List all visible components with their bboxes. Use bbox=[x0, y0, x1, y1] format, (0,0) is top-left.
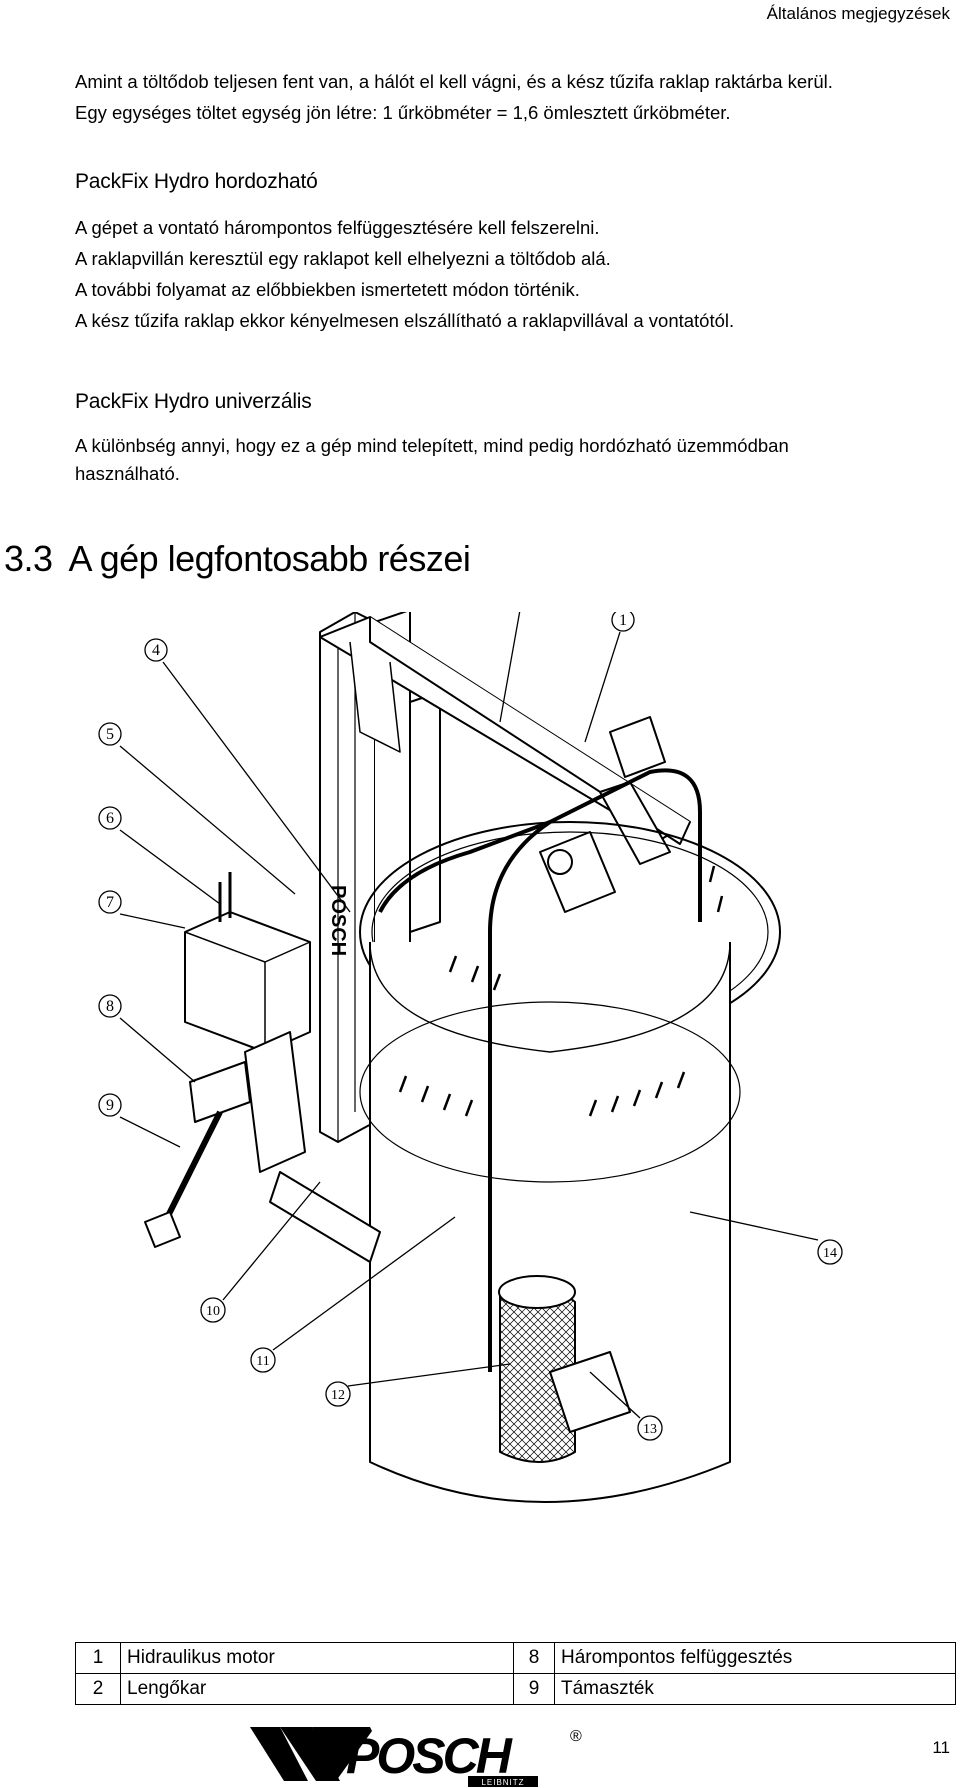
callout-6: 6 bbox=[98, 806, 122, 830]
universal-paragraph: A különbség annyi, hogy ez a gép mind te… bbox=[75, 432, 935, 488]
callout-label: 8 bbox=[106, 998, 114, 1015]
pallet-fork bbox=[269, 1171, 381, 1263]
logo-subbrand: LEIBNITZ bbox=[481, 1778, 524, 1787]
part-number: 9 bbox=[513, 1673, 555, 1705]
callout-label: 14 bbox=[823, 1246, 837, 1261]
callout-label: 4 bbox=[152, 642, 160, 659]
heading-portable: PackFix Hydro hordozható bbox=[75, 170, 318, 193]
table-row: 2 Lengőkar 9 Támaszték bbox=[75, 1673, 956, 1705]
intro-line: Amint a töltődob teljesen fent van, a há… bbox=[75, 71, 833, 92]
callout-9: 9 bbox=[98, 1093, 122, 1117]
part-number: 2 bbox=[75, 1673, 121, 1705]
callout-4: 4 bbox=[144, 638, 168, 662]
part-name: Támaszték bbox=[554, 1673, 956, 1705]
portable-line: A további folyamat az előbbiekben ismert… bbox=[75, 279, 580, 300]
intro-paragraph: Amint a töltődob teljesen fent van, a há… bbox=[75, 66, 935, 128]
universal-line: A különbség annyi, hogy ez a gép mind te… bbox=[75, 435, 789, 456]
part-number: 8 bbox=[513, 1642, 555, 1674]
registered-mark: ® bbox=[570, 1728, 582, 1745]
callout-8: 8 bbox=[98, 994, 122, 1018]
portable-paragraph: A gépet a vontató hárompontos felfüggesz… bbox=[75, 212, 935, 336]
callout-14: 14 bbox=[817, 1239, 843, 1265]
callout-label: 1 bbox=[619, 612, 627, 629]
filling-drum bbox=[369, 942, 731, 1503]
chapter-title: A gép legfontosabb részei bbox=[68, 538, 471, 579]
callout-label: 12 bbox=[331, 1388, 345, 1403]
chapter-number: 3.3 bbox=[4, 538, 53, 579]
callout-5: 5 bbox=[98, 722, 122, 746]
running-header: Általános megjegyzések bbox=[766, 4, 950, 23]
portable-line: A kész tűzifa raklap ekkor kényelmesen e… bbox=[75, 310, 735, 331]
callout-label: 10 bbox=[206, 1304, 220, 1319]
callout-label: 13 bbox=[643, 1422, 657, 1437]
callout-1: 1 bbox=[611, 612, 635, 632]
three-point-hitch bbox=[244, 1031, 306, 1173]
logo-brand: POSCH bbox=[346, 1728, 513, 1784]
part-name: Lengőkar bbox=[120, 1673, 514, 1705]
callout-label: 7 bbox=[106, 894, 114, 911]
universal-line: használható. bbox=[75, 463, 180, 484]
callout-11: 11 bbox=[250, 1347, 276, 1373]
callout-12: 12 bbox=[325, 1381, 351, 1407]
parts-table: 1 Hidraulikus motor 8 Hárompontos felfüg… bbox=[75, 1642, 956, 1705]
machine-diagram: POSCH bbox=[98, 612, 843, 1503]
control-box bbox=[184, 911, 311, 1053]
part-number: 1 bbox=[75, 1642, 121, 1674]
part-name: Hárompontos felfüggesztés bbox=[554, 1642, 956, 1674]
intro-line: Egy egységes töltet egység jön létre: 1 … bbox=[75, 102, 731, 123]
heading-universal: PackFix Hydro univerzális bbox=[75, 390, 312, 413]
callout-label: 6 bbox=[106, 810, 114, 827]
table-row: 1 Hidraulikus motor 8 Hárompontos felfüg… bbox=[75, 1642, 956, 1674]
page-number: 11 bbox=[932, 1738, 950, 1757]
portable-line: A raklapvillán keresztül egy raklapot ke… bbox=[75, 248, 611, 269]
portable-line: A gépet a vontató hárompontos felfüggesz… bbox=[75, 217, 600, 238]
callout-label: 9 bbox=[106, 1097, 114, 1114]
callout-7: 7 bbox=[98, 890, 122, 914]
callout-10: 10 bbox=[200, 1297, 226, 1323]
callout-13: 13 bbox=[637, 1415, 663, 1441]
callout-label: 5 bbox=[106, 726, 114, 743]
posch-logo: POSCH LEIBNITZ ® bbox=[250, 1727, 582, 1787]
chapter-heading: 3.3 A gép legfontosabb részei bbox=[4, 538, 471, 580]
callout-label: 11 bbox=[256, 1354, 269, 1369]
part-name: Hidraulikus motor bbox=[120, 1642, 514, 1674]
